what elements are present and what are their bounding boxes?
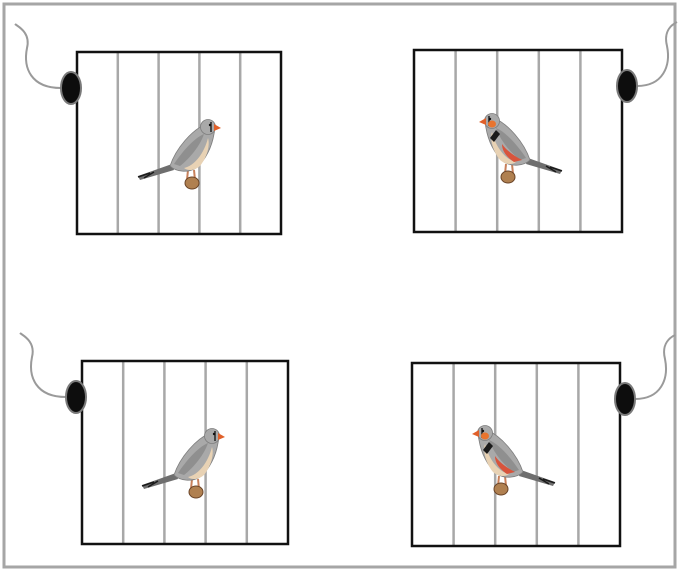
speaker-icon bbox=[61, 72, 81, 104]
speaker-icon bbox=[66, 381, 86, 413]
bird-eye bbox=[482, 430, 484, 432]
speaker-icon bbox=[615, 383, 635, 415]
bird-eye bbox=[489, 118, 491, 120]
cheek-patch bbox=[488, 121, 496, 128]
cheek-patch bbox=[481, 433, 489, 440]
bird-eye bbox=[213, 433, 215, 435]
room-boundary bbox=[4, 4, 675, 567]
perch bbox=[189, 486, 203, 498]
perch bbox=[501, 171, 515, 183]
speaker-icon bbox=[617, 70, 637, 102]
bird-eye bbox=[209, 124, 211, 126]
bird-head bbox=[201, 120, 216, 135]
bird-head bbox=[205, 429, 220, 444]
perch bbox=[185, 177, 199, 189]
perch bbox=[494, 483, 508, 495]
